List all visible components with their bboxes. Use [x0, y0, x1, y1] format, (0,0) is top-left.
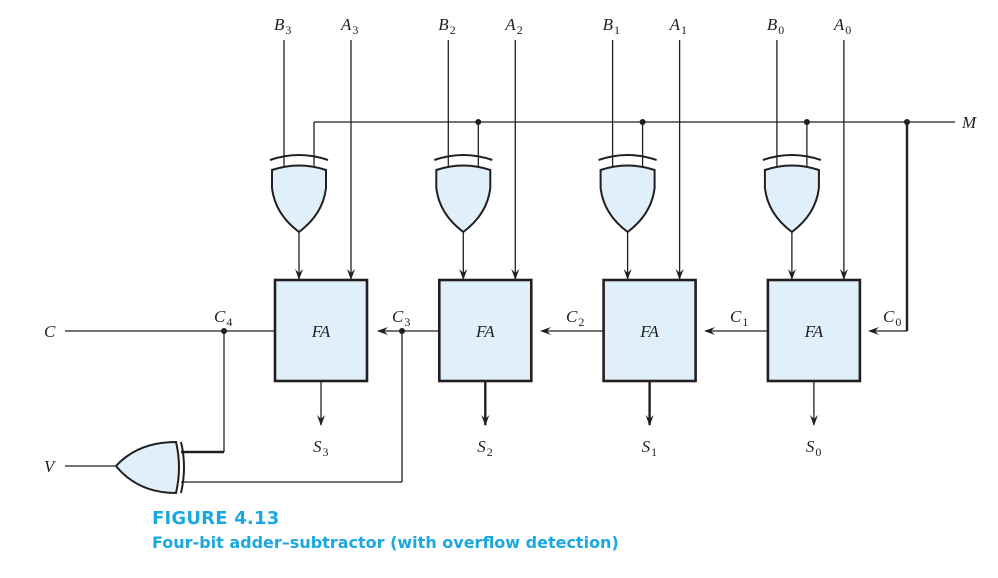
xor-gate: [599, 164, 656, 234]
input-label-b3: B3: [274, 15, 291, 37]
carry-label-c3: C3: [392, 307, 410, 329]
sum-arrowhead: [481, 415, 490, 426]
overflow-xor-input-arc: [180, 441, 185, 494]
carry-label-c1: C1: [730, 307, 748, 329]
xor-arrowhead: [787, 269, 796, 280]
c3-arrowhead: [377, 327, 388, 335]
carry-output-label: C: [44, 322, 56, 341]
input-label-a0: A0: [833, 15, 851, 37]
mode-label-m: M: [961, 113, 977, 132]
xor-gate: [435, 164, 492, 234]
overflow-output-label: V: [44, 457, 57, 476]
carry-label-c4: C4: [214, 307, 232, 329]
full-adder-label: FA: [475, 322, 495, 341]
input-label-a3: A3: [340, 15, 358, 37]
figure-title: Four-bit adder–subtractor (with overflow…: [152, 533, 619, 552]
full-adder-label: FA: [311, 322, 331, 341]
xor-gate: [763, 164, 820, 234]
input-label-b2: B2: [438, 15, 455, 37]
input-label-a2: A2: [504, 15, 522, 37]
full-adder-box: [602, 278, 697, 383]
xor-input-arc: [433, 154, 493, 161]
figure-number: FIGURE 4.13: [152, 508, 280, 529]
overflow-xor-gate: [114, 440, 180, 495]
xor-arrowhead: [459, 269, 468, 280]
c0-arrowhead: [868, 327, 879, 335]
a-arrowhead: [675, 269, 684, 280]
input-label-b1: B1: [603, 15, 620, 37]
a-arrowhead: [347, 269, 355, 280]
sum-label-s2: S2: [477, 437, 493, 459]
carry-label-c0: C0: [883, 307, 901, 329]
sum-arrowhead: [645, 415, 654, 426]
figure-caption: FIGURE 4.13 Four-bit adder–subtractor (w…: [152, 508, 619, 552]
sum-label-s0: S0: [806, 437, 822, 459]
input-label-b0: B0: [767, 15, 784, 37]
sum-arrowhead: [809, 415, 818, 426]
carry-label-c2: C2: [566, 307, 584, 329]
c1-arrowhead: [704, 327, 715, 335]
a-arrowhead: [839, 269, 848, 280]
sum-arrowhead: [317, 415, 325, 426]
sum-label-s3: S3: [313, 437, 329, 459]
input-label-a1: A1: [669, 15, 687, 37]
sum-label-s1: S1: [642, 437, 658, 459]
xor-input-arc: [598, 154, 657, 161]
full-adder-label: FA: [639, 322, 659, 341]
a-arrowhead: [511, 269, 520, 280]
full-adder-label: FA: [804, 322, 824, 341]
xor-arrowhead: [295, 269, 303, 280]
xor-gate: [271, 164, 327, 234]
xor-input-arc: [762, 154, 822, 161]
c2-arrowhead: [540, 327, 551, 335]
xor-arrowhead: [623, 269, 632, 280]
xor-input-arc: [269, 154, 329, 161]
